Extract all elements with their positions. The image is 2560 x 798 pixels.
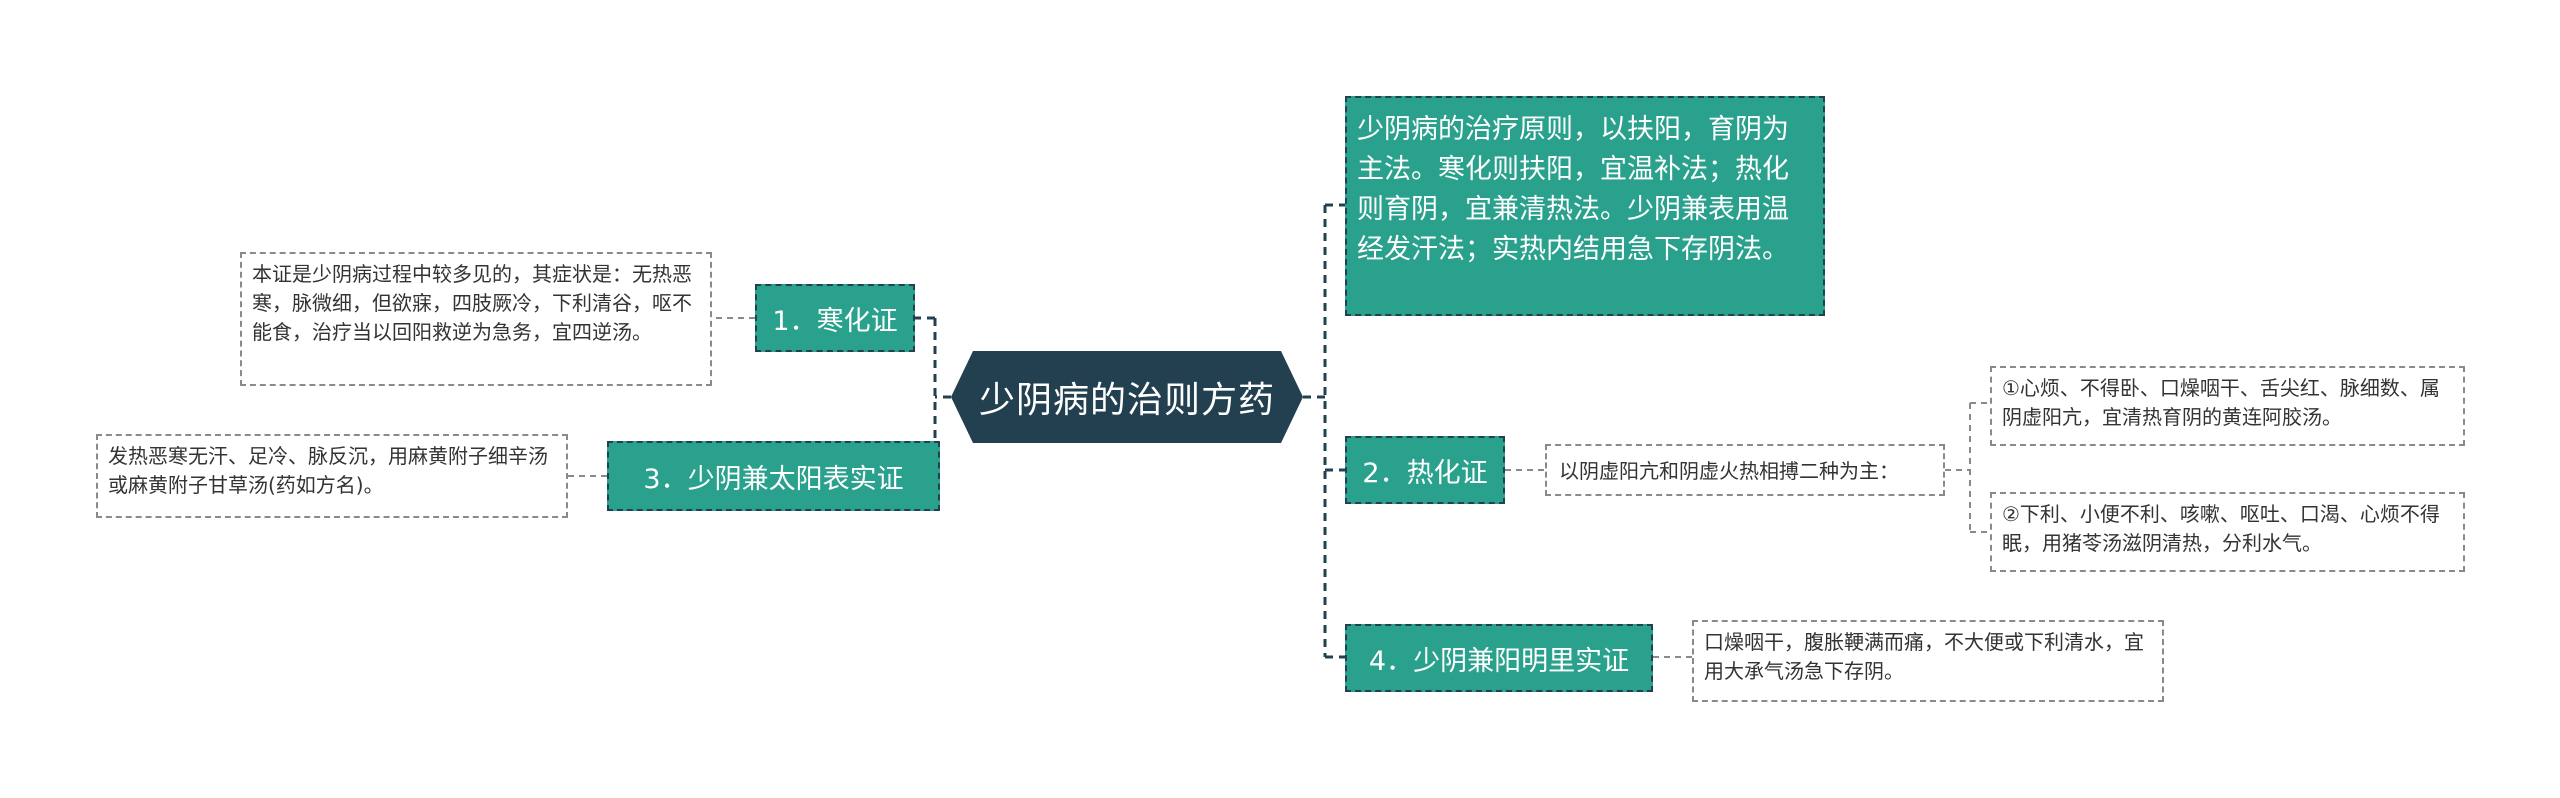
leaf-cold-syndrome-text: 本证是少阴病过程中较多见的，其症状是：无热恶寒，脉微细，但欲寐，四肢厥冷，下利清… — [252, 262, 692, 344]
leaf-yangming-interior-text: 口燥咽干，腹胀鞕满而痛，不大便或下利清水，宜用大承气汤急下存阴。 — [1704, 630, 2144, 683]
branch-heat-syndrome[interactable]: 2．热化证 — [1345, 436, 1505, 504]
branch-cold-syndrome-label: 1．寒化证 — [772, 305, 898, 337]
branch-cold-syndrome[interactable]: 1．寒化证 — [755, 284, 915, 352]
branch-taiyang-exterior[interactable]: 3．少阴兼太阳表实证 — [607, 441, 940, 511]
leaf-taiyang-exterior-text: 发热恶寒无汗、足冷、脉反沉，用麻黄附子细辛汤或麻黄附子甘草汤(药如方名)。 — [108, 444, 548, 497]
leaf-yangming-interior-detail[interactable]: 口燥咽干，腹胀鞕满而痛，不大便或下利清水，宜用大承气汤急下存阴。 — [1692, 620, 2164, 702]
root-topic-label: 少阴病的治则方药 — [978, 380, 1275, 421]
leaf-heat-sub-1-text: ①心烦、不得卧、口燥咽干、舌尖红、脉细数、属阴虚阳亢，宜清热育阴的黄连阿胶汤。 — [2002, 376, 2440, 429]
leaf-heat-sub-1[interactable]: ①心烦、不得卧、口燥咽干、舌尖红、脉细数、属阴虚阳亢，宜清热育阴的黄连阿胶汤。 — [1990, 366, 2465, 446]
branch-treatment-principle[interactable]: 少阴病的治疗原则，以扶阳，育阴为主法。寒化则扶阳，宜温补法；热化则育阴，宜兼清热… — [1345, 96, 1825, 316]
leaf-heat-sub-2-text: ②下利、小便不利、咳嗽、呕吐、口渴、心烦不得眠，用猪苓汤滋阴清热，分利水气。 — [2002, 502, 2440, 555]
branch-taiyang-exterior-label: 3．少阴兼太阳表实证 — [643, 463, 904, 495]
branch-yangming-interior-label: 4．少阴兼阳明里实证 — [1368, 645, 1630, 677]
leaf-cold-syndrome-detail[interactable]: 本证是少阴病过程中较多见的，其症状是：无热恶寒，脉微细，但欲寐，四肢厥冷，下利清… — [240, 252, 712, 386]
leaf-heat-sub-2[interactable]: ②下利、小便不利、咳嗽、呕吐、口渴、心烦不得眠，用猪苓汤滋阴清热，分利水气。 — [1990, 492, 2465, 572]
leaf-heat-syndrome-text: 以阴虚阳亢和阴虚火热相搏二种为主： — [1559, 459, 1899, 483]
leaf-taiyang-exterior-detail[interactable]: 发热恶寒无汗、足冷、脉反沉，用麻黄附子细辛汤或麻黄附子甘草汤(药如方名)。 — [96, 434, 568, 518]
treatment-principle-text: 少阴病的治疗原则，以扶阳，育阴为主法。寒化则扶阳，宜温补法；热化则育阴，宜兼清热… — [1357, 114, 1789, 265]
branch-yangming-interior[interactable]: 4．少阴兼阳明里实证 — [1345, 624, 1653, 692]
root-topic[interactable]: 少阴病的治则方药 — [951, 351, 1303, 443]
leaf-heat-syndrome-detail[interactable]: 以阴虚阳亢和阴虚火热相搏二种为主： — [1545, 444, 1945, 496]
branch-heat-syndrome-label: 2．热化证 — [1362, 457, 1488, 489]
